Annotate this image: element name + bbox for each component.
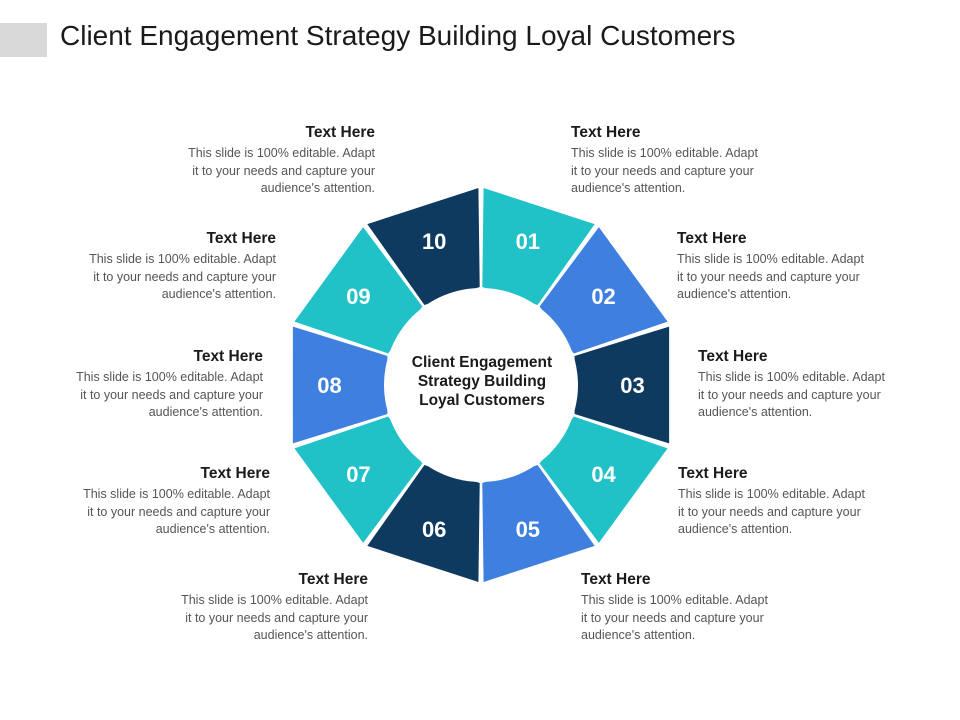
segment-number-06: 06 [422,517,446,542]
text-block-heading: Text Here [581,571,651,588]
text-block-description: This slide is 100% editable. Adapt it to… [581,592,821,645]
ring-segment-08 [292,326,388,444]
text-block-05: Text Here This slide is 100% editable. A… [581,570,821,645]
segment-number-04: 04 [591,462,616,487]
text-block-03: Text Here This slide is 100% editable. A… [698,347,938,422]
page-title: Client Engagement Strategy Building Loya… [60,20,736,51]
ring-segment-09 [294,227,423,354]
ring-segment-01 [482,188,595,305]
text-block-description: This slide is 100% editable. Adapt it to… [135,145,375,198]
segment-number-09: 09 [346,284,370,309]
ring-segment-07 [294,416,423,543]
description-line: it to your needs and capture your [80,387,263,402]
ring-segment-05 [482,465,595,582]
description-line: This slide is 100% editable. Adapt [188,146,375,160]
text-block-heading: Text Here [206,230,277,247]
text-block-10: Text Here This slide is 100% editable. A… [135,123,375,198]
text-block-heading: Text Here [193,348,264,365]
description-line: it to your needs and capture your [678,504,861,519]
ring-segment-02 [539,227,668,354]
text-block-02: Text Here This slide is 100% editable. A… [677,229,917,304]
text-block-heading: Text Here [571,124,641,141]
center-circle [384,288,578,482]
description-line: audience's attention. [677,287,792,301]
text-block-description: This slide is 100% editable. Adapt it to… [128,592,368,645]
ring-segment-10 [367,188,480,305]
text-block-description: This slide is 100% editable. Adapt it to… [30,486,270,539]
text-block-06: Text Here This slide is 100% editable. A… [128,570,368,645]
ring-segment-03 [574,326,670,444]
description-line: This slide is 100% editable. Adapt [677,252,864,266]
description-line: This slide is 100% editable. Adapt [698,370,885,384]
segment-number-10: 10 [422,229,446,254]
text-block-heading: Text Here [305,124,376,141]
text-block-description: This slide is 100% editable. Adapt it to… [23,369,263,422]
center-label: Client Engagement Strategy Building Loya… [392,353,572,410]
description-line: This slide is 100% editable. Adapt [581,593,768,607]
text-block-description: This slide is 100% editable. Adapt it to… [678,486,918,539]
description-line: it to your needs and capture your [571,163,754,178]
text-block-description: This slide is 100% editable. Adapt it to… [571,145,811,198]
segment-number-03: 03 [620,373,644,398]
segment-number-05: 05 [516,517,540,542]
description-line: it to your needs and capture your [698,387,881,402]
description-line: audience's attention. [148,405,263,419]
description-line: it to your needs and capture your [93,269,276,284]
segment-number-01: 01 [516,229,540,254]
text-block-heading: Text Here [698,348,768,365]
description-line: it to your needs and capture your [185,610,368,625]
text-block-heading: Text Here [298,571,369,588]
description-line: audience's attention. [678,522,793,536]
center-label-line: Client Engagement [411,354,553,371]
center-label-line: Strategy Building [417,373,547,390]
description-line: audience's attention. [571,181,686,195]
segment-number-08: 08 [317,373,341,398]
description-line: This slide is 100% editable. Adapt [571,146,758,160]
text-block-heading: Text Here [200,465,271,482]
description-line: This slide is 100% editable. Adapt [89,252,276,266]
description-line: audience's attention. [260,181,375,195]
text-block-heading: Text Here [678,465,748,482]
segment-number-02: 02 [591,284,615,309]
description-line: audience's attention. [161,287,276,301]
segment-number-07: 07 [346,462,370,487]
title-accent-bar [0,23,47,57]
ring-segment-06 [367,465,480,582]
description-line: it to your needs and capture your [192,163,375,178]
text-block-09: Text Here This slide is 100% editable. A… [36,229,276,304]
ring-segment-04 [539,416,668,543]
description-line: This slide is 100% editable. Adapt [76,370,263,384]
text-block-heading: Text Here [677,230,747,247]
text-block-04: Text Here This slide is 100% editable. A… [678,464,918,539]
description-line: This slide is 100% editable. Adapt [83,487,270,501]
description-line: audience's attention. [155,522,270,536]
description-line: it to your needs and capture your [677,269,860,284]
description-line: it to your needs and capture your [87,504,270,519]
description-line: audience's attention. [581,628,696,642]
description-line: audience's attention. [253,628,368,642]
text-block-07: Text Here This slide is 100% editable. A… [30,464,270,539]
center-label-line: Loyal Customers [419,392,545,409]
description-line: This slide is 100% editable. Adapt [678,487,865,501]
text-block-08: Text Here This slide is 100% editable. A… [23,347,263,422]
description-line: audience's attention. [698,405,813,419]
text-block-description: This slide is 100% editable. Adapt it to… [698,369,938,422]
description-line: it to your needs and capture your [581,610,764,625]
text-block-description: This slide is 100% editable. Adapt it to… [36,251,276,304]
description-line: This slide is 100% editable. Adapt [181,593,368,607]
text-block-01: Text Here This slide is 100% editable. A… [571,123,811,198]
text-block-description: This slide is 100% editable. Adapt it to… [677,251,917,304]
